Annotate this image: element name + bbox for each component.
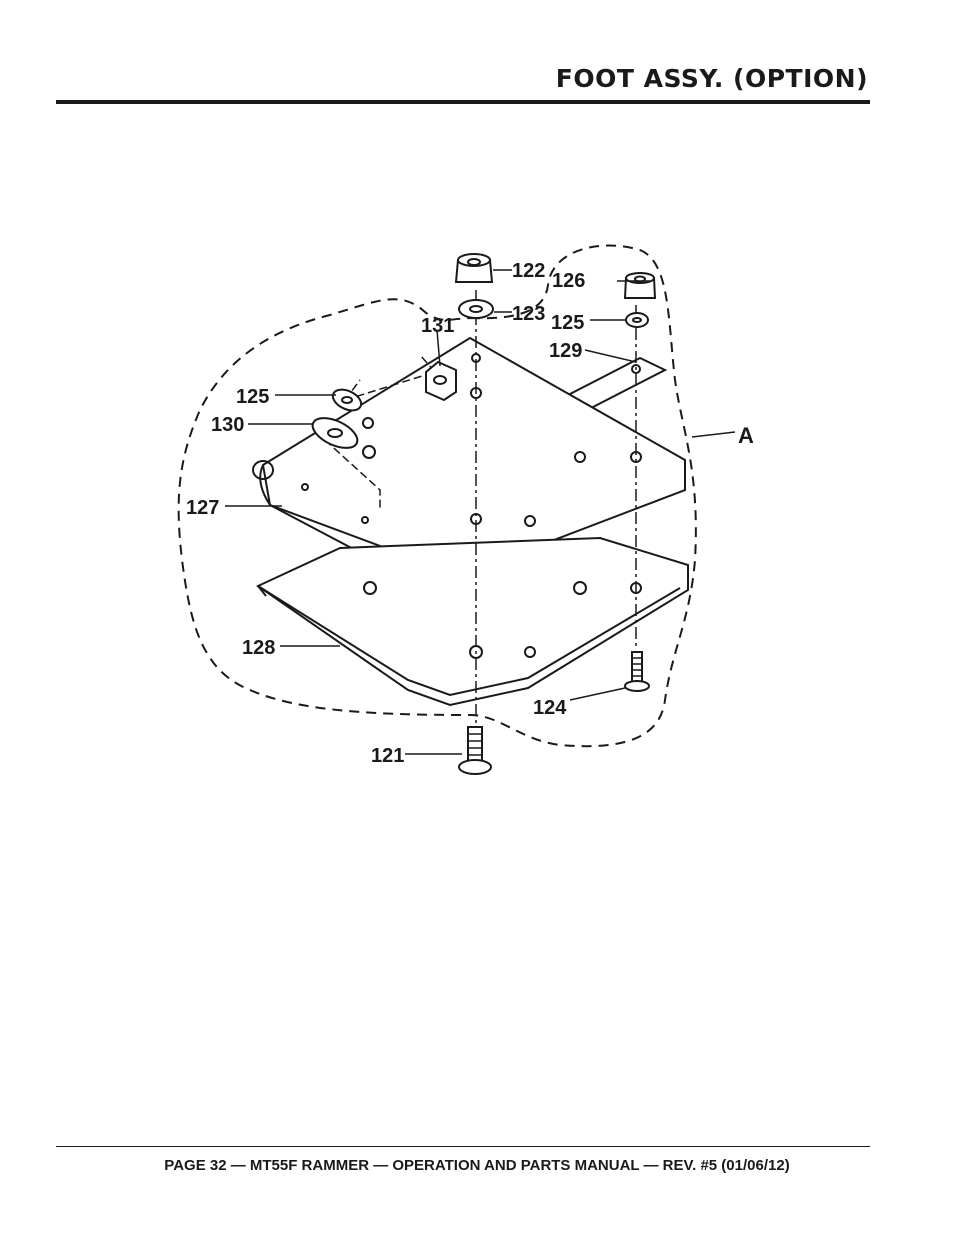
callout-124: 124 — [533, 697, 567, 719]
callout-121: 121 — [371, 745, 404, 767]
page-title: FOOT ASSY. (OPTION) — [555, 64, 868, 93]
callout-127: 127 — [186, 497, 219, 519]
footer-divider — [56, 1146, 870, 1147]
callout-128: 128 — [242, 637, 275, 659]
callout-129: 129 — [549, 340, 582, 362]
bolt-124 — [624, 651, 650, 692]
callout-131: 131 — [421, 315, 454, 337]
washer-125-right — [625, 312, 649, 328]
nut-131 — [425, 360, 457, 402]
washer-125-left — [331, 388, 363, 412]
page-footer: PAGE 32 — MT55F RAMMER — OPERATION AND P… — [164, 1157, 790, 1174]
callout-125-left: 125 — [236, 386, 269, 408]
callout-122: 122 — [512, 260, 545, 282]
callout-126: 126 — [552, 270, 585, 292]
header-divider — [56, 100, 870, 104]
callout-130: 130 — [211, 414, 244, 436]
bolt-121 — [458, 726, 492, 775]
washer-123 — [458, 299, 494, 319]
assembly-outline — [177, 244, 697, 748]
callout-125-right: 125 — [551, 312, 584, 334]
bottom-plate-128 — [255, 536, 689, 707]
callout-123: 123 — [512, 303, 545, 325]
washer-130 — [311, 417, 359, 449]
callout-assembly-a: A — [738, 423, 754, 448]
